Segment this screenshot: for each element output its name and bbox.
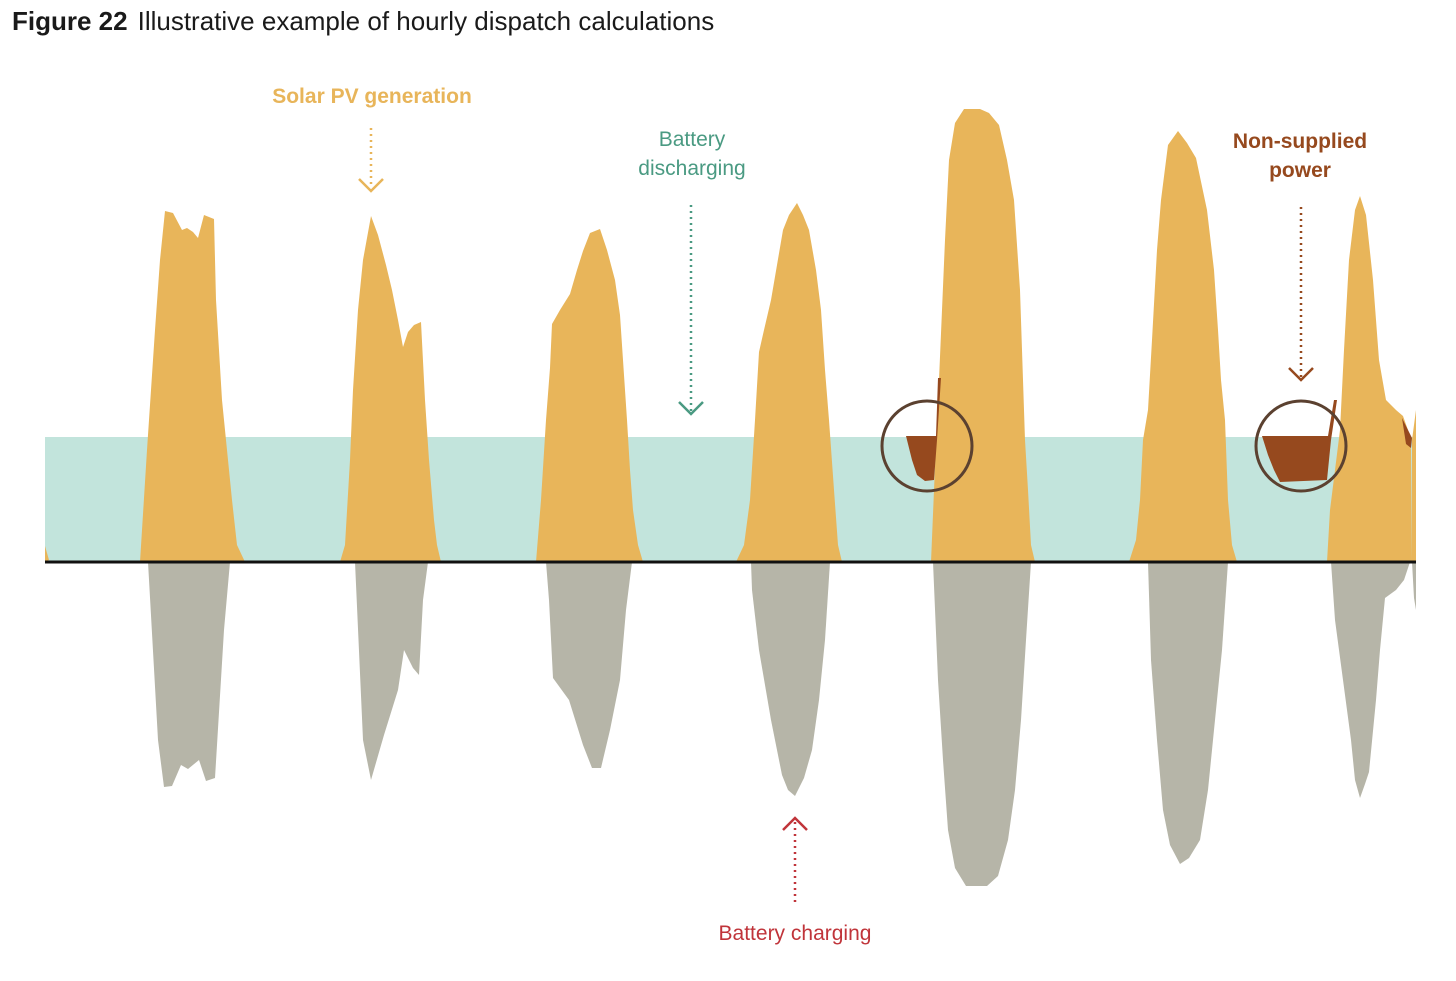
non-supplied-power-label: Non-supplied power [1200, 127, 1400, 185]
charge-day-6 [1148, 562, 1228, 864]
non-supplied-day-7 [1262, 400, 1337, 482]
battery-charging-label: Battery charging [718, 922, 872, 945]
figure-title: Figure 22 Illustrative example of hourly … [12, 6, 714, 37]
pv-day-7 [1327, 196, 1416, 562]
charge-day-4 [751, 562, 830, 796]
non-supplied-power-area [906, 378, 1412, 482]
pv-day-1 [140, 211, 245, 562]
battery-discharging-label-line1: Battery [658, 128, 726, 151]
battery-discharging-label-line2: discharging [638, 157, 746, 180]
non-supplied-power-arrow [1288, 207, 1314, 382]
charge-day-5 [933, 562, 1031, 886]
pv-day-6 [1129, 131, 1237, 562]
non-supplied-power-label-line1: Non-supplied [1232, 130, 1368, 153]
charge-day-1 [148, 562, 230, 787]
pv-day-3 [536, 229, 643, 562]
battery-charging-arrow [782, 816, 808, 906]
figure-number: Figure 22 [12, 6, 128, 36]
pv-day-5 [931, 109, 1035, 562]
battery-charge-area [148, 562, 1416, 886]
solar-pv-generation-label: Solar PV generation [272, 85, 472, 108]
highlight-circle-2 [1254, 399, 1348, 493]
solar-pv-arrow [358, 128, 384, 193]
pv-day-4 [736, 203, 842, 562]
highlight-circle-1 [880, 399, 974, 493]
figure-caption: Illustrative example of hourly dispatch … [137, 6, 715, 36]
pv-day-0-edge [45, 546, 49, 562]
solar-pv-area [45, 109, 1416, 562]
pv-day-2 [340, 216, 441, 562]
battery-discharging-label: Battery discharging [592, 125, 792, 183]
non-supplied-power-label-line2: power [1269, 159, 1331, 182]
charge-day-2 [355, 562, 428, 780]
charge-day-7 [1331, 562, 1416, 798]
non-supplied-edge [1402, 418, 1412, 448]
charge-day-3 [546, 562, 632, 768]
battery-discharging-arrow [678, 205, 704, 416]
non-supplied-day-5 [906, 378, 941, 481]
